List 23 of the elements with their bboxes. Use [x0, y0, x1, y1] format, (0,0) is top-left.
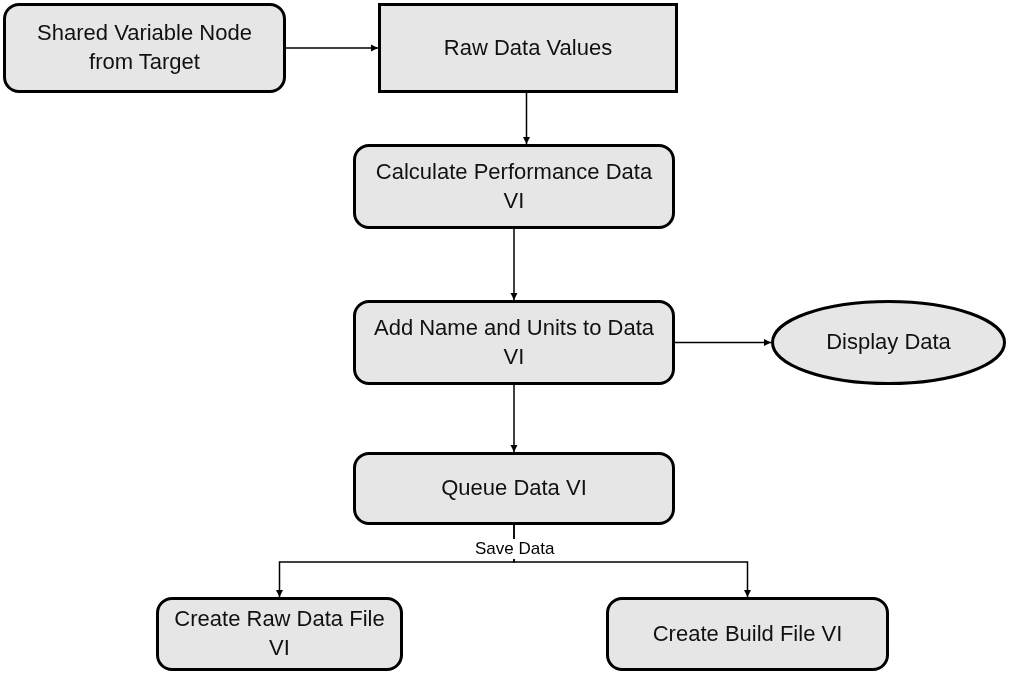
- output-ellipse: [771, 300, 1006, 385]
- arrow: [674, 338, 772, 347]
- process-box: [353, 144, 675, 229]
- arrow: [513, 524, 752, 598]
- process-box: [156, 597, 403, 671]
- node-label: Create Build File VI: [652, 619, 843, 648]
- arrow: [285, 44, 379, 52]
- node-label: Display Data: [826, 328, 951, 357]
- node-label: Queue Data VI: [441, 474, 587, 503]
- node-label: Raw Data Values: [443, 33, 613, 62]
- process-box: [353, 452, 675, 525]
- arrow: [522, 92, 531, 145]
- terminal-box: [3, 3, 286, 93]
- arrow: [510, 228, 518, 301]
- arrow: [510, 384, 518, 453]
- process-box: [353, 300, 675, 385]
- process-box: [606, 597, 889, 671]
- edge-label: Save Data: [472, 539, 558, 559]
- node-label: Create Raw Data File VI: [173, 605, 386, 662]
- node-label: Shared Variable Node from Target: [36, 19, 253, 76]
- node-label: Add Name and Units to Data VI: [372, 313, 655, 371]
- node-label: Calculate Performance Data VI: [374, 157, 654, 215]
- process-box: [378, 3, 678, 93]
